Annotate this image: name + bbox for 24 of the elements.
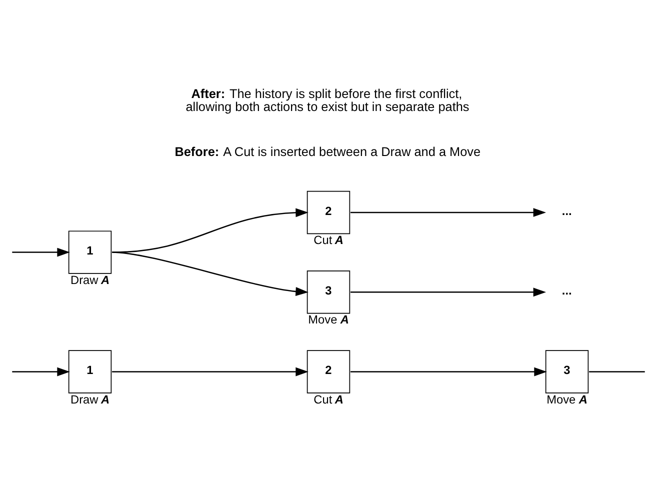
node-box: 3 <box>545 350 589 393</box>
connector <box>589 370 645 372</box>
node-box: 3 <box>306 270 350 314</box>
arrow <box>350 366 547 376</box>
arrow <box>12 366 70 376</box>
node-label: Cut A <box>314 232 344 246</box>
arrow <box>350 208 546 216</box>
node-text: ... <box>562 203 572 218</box>
node-label: Draw A <box>70 392 110 406</box>
node-box: 2 <box>306 190 350 234</box>
node-label: Move A <box>546 392 588 406</box>
arrow <box>112 366 308 376</box>
arrow <box>12 247 70 256</box>
node-label: Draw A <box>70 272 110 286</box>
node-box: 1 <box>68 230 112 274</box>
node-box: 2 <box>306 350 350 393</box>
label: After: The history is split before the first conflict, allowing both actions to exist but in separate paths <box>186 86 470 114</box>
arrow <box>112 251 308 296</box>
arrow <box>350 287 546 296</box>
node-label: Move A <box>308 312 349 326</box>
label: Before: A Cut is inserted between a Draw and a Move <box>174 144 481 159</box>
node-label: Cut A <box>314 392 344 406</box>
node-box: 1 <box>68 350 112 393</box>
node-text: ... <box>562 282 572 297</box>
